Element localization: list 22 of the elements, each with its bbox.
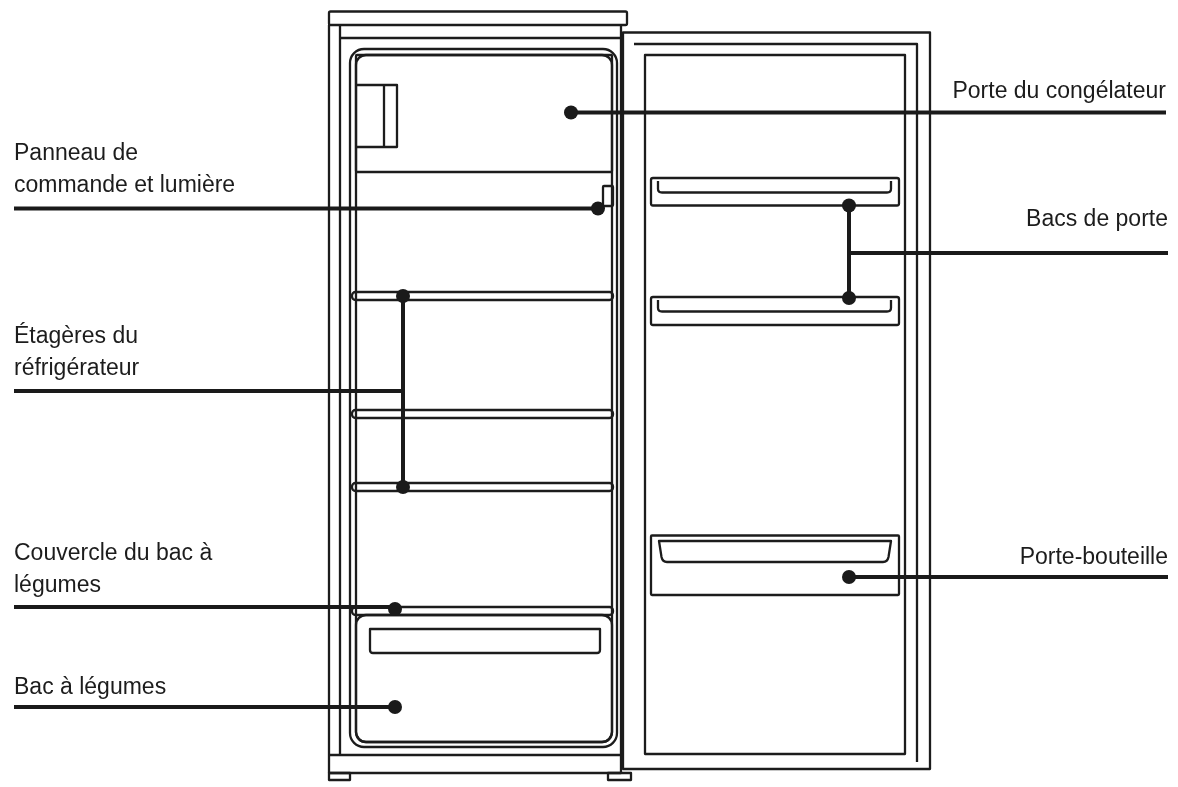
control-panel xyxy=(601,184,615,208)
leader-line xyxy=(14,602,402,616)
part-label: Porte-bouteille xyxy=(1019,540,1168,575)
fridge-shelf xyxy=(350,481,615,493)
freezer-compartment xyxy=(354,53,614,174)
bottle-holder xyxy=(649,534,901,597)
part-label: Bacs de porte xyxy=(1026,202,1168,251)
part-label: Couvercle du bac à légumes xyxy=(14,536,219,605)
part-label: Étagères du réfrigérateur xyxy=(14,319,152,389)
part-label: Panneau de commande et lumière xyxy=(14,136,249,207)
leader-line xyxy=(842,570,1168,584)
part-label: Bac à légumes xyxy=(14,670,167,705)
fridge-shelf xyxy=(350,290,615,302)
crisper-cover xyxy=(350,605,615,617)
leader-line xyxy=(842,251,1168,305)
part-label: Porte du congélateur xyxy=(952,74,1166,111)
door-bin xyxy=(649,295,901,327)
leader-line xyxy=(14,201,605,216)
door-bin xyxy=(649,176,901,207)
leader-line xyxy=(564,105,1166,120)
leader-line xyxy=(14,700,402,714)
vegetable-drawer xyxy=(354,613,614,744)
